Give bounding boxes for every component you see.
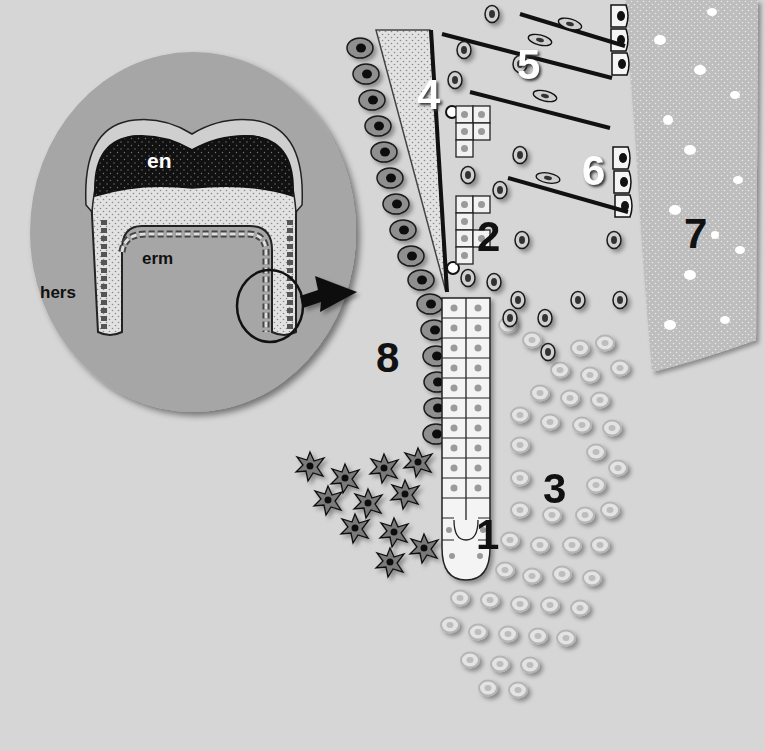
- follicle-small-cells: [448, 6, 627, 361]
- callout-number: 8: [376, 337, 399, 379]
- inset-tooth: [30, 52, 357, 412]
- osteocytes: [654, 8, 745, 330]
- odontoblasts: [347, 38, 450, 444]
- stellate-cells: [296, 448, 438, 577]
- part-label: erm: [142, 250, 173, 267]
- callout-number: 3: [543, 468, 566, 510]
- alveolar-bone: [625, 0, 758, 372]
- osteoblasts: [611, 5, 632, 217]
- callout-number: 1: [476, 514, 499, 556]
- callout-number: 2: [477, 216, 500, 258]
- part-label: en: [147, 150, 172, 171]
- callout-number: 6: [582, 150, 605, 192]
- periodontal-fibers: [442, 14, 628, 212]
- callout-number: 5: [517, 44, 540, 86]
- callout-number: 4: [417, 74, 440, 116]
- part-label: hers: [40, 284, 76, 301]
- callout-number: 7: [684, 213, 707, 255]
